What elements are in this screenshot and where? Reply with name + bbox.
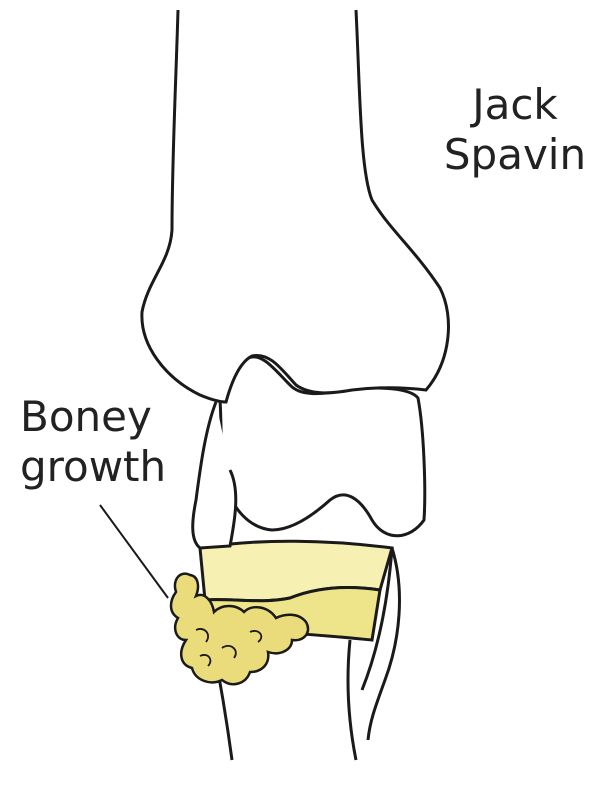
title-label: Jack Spavin	[420, 80, 610, 180]
pointer-line	[100, 505, 168, 598]
title-line-2: Spavin	[420, 130, 610, 180]
title-line-1: Jack	[420, 80, 610, 130]
annotation-line-2: growth	[20, 442, 220, 492]
annotation-label: Boney growth	[0, 392, 220, 492]
upper-bone	[142, 10, 449, 402]
annotation-line-1: Boney	[20, 392, 220, 442]
